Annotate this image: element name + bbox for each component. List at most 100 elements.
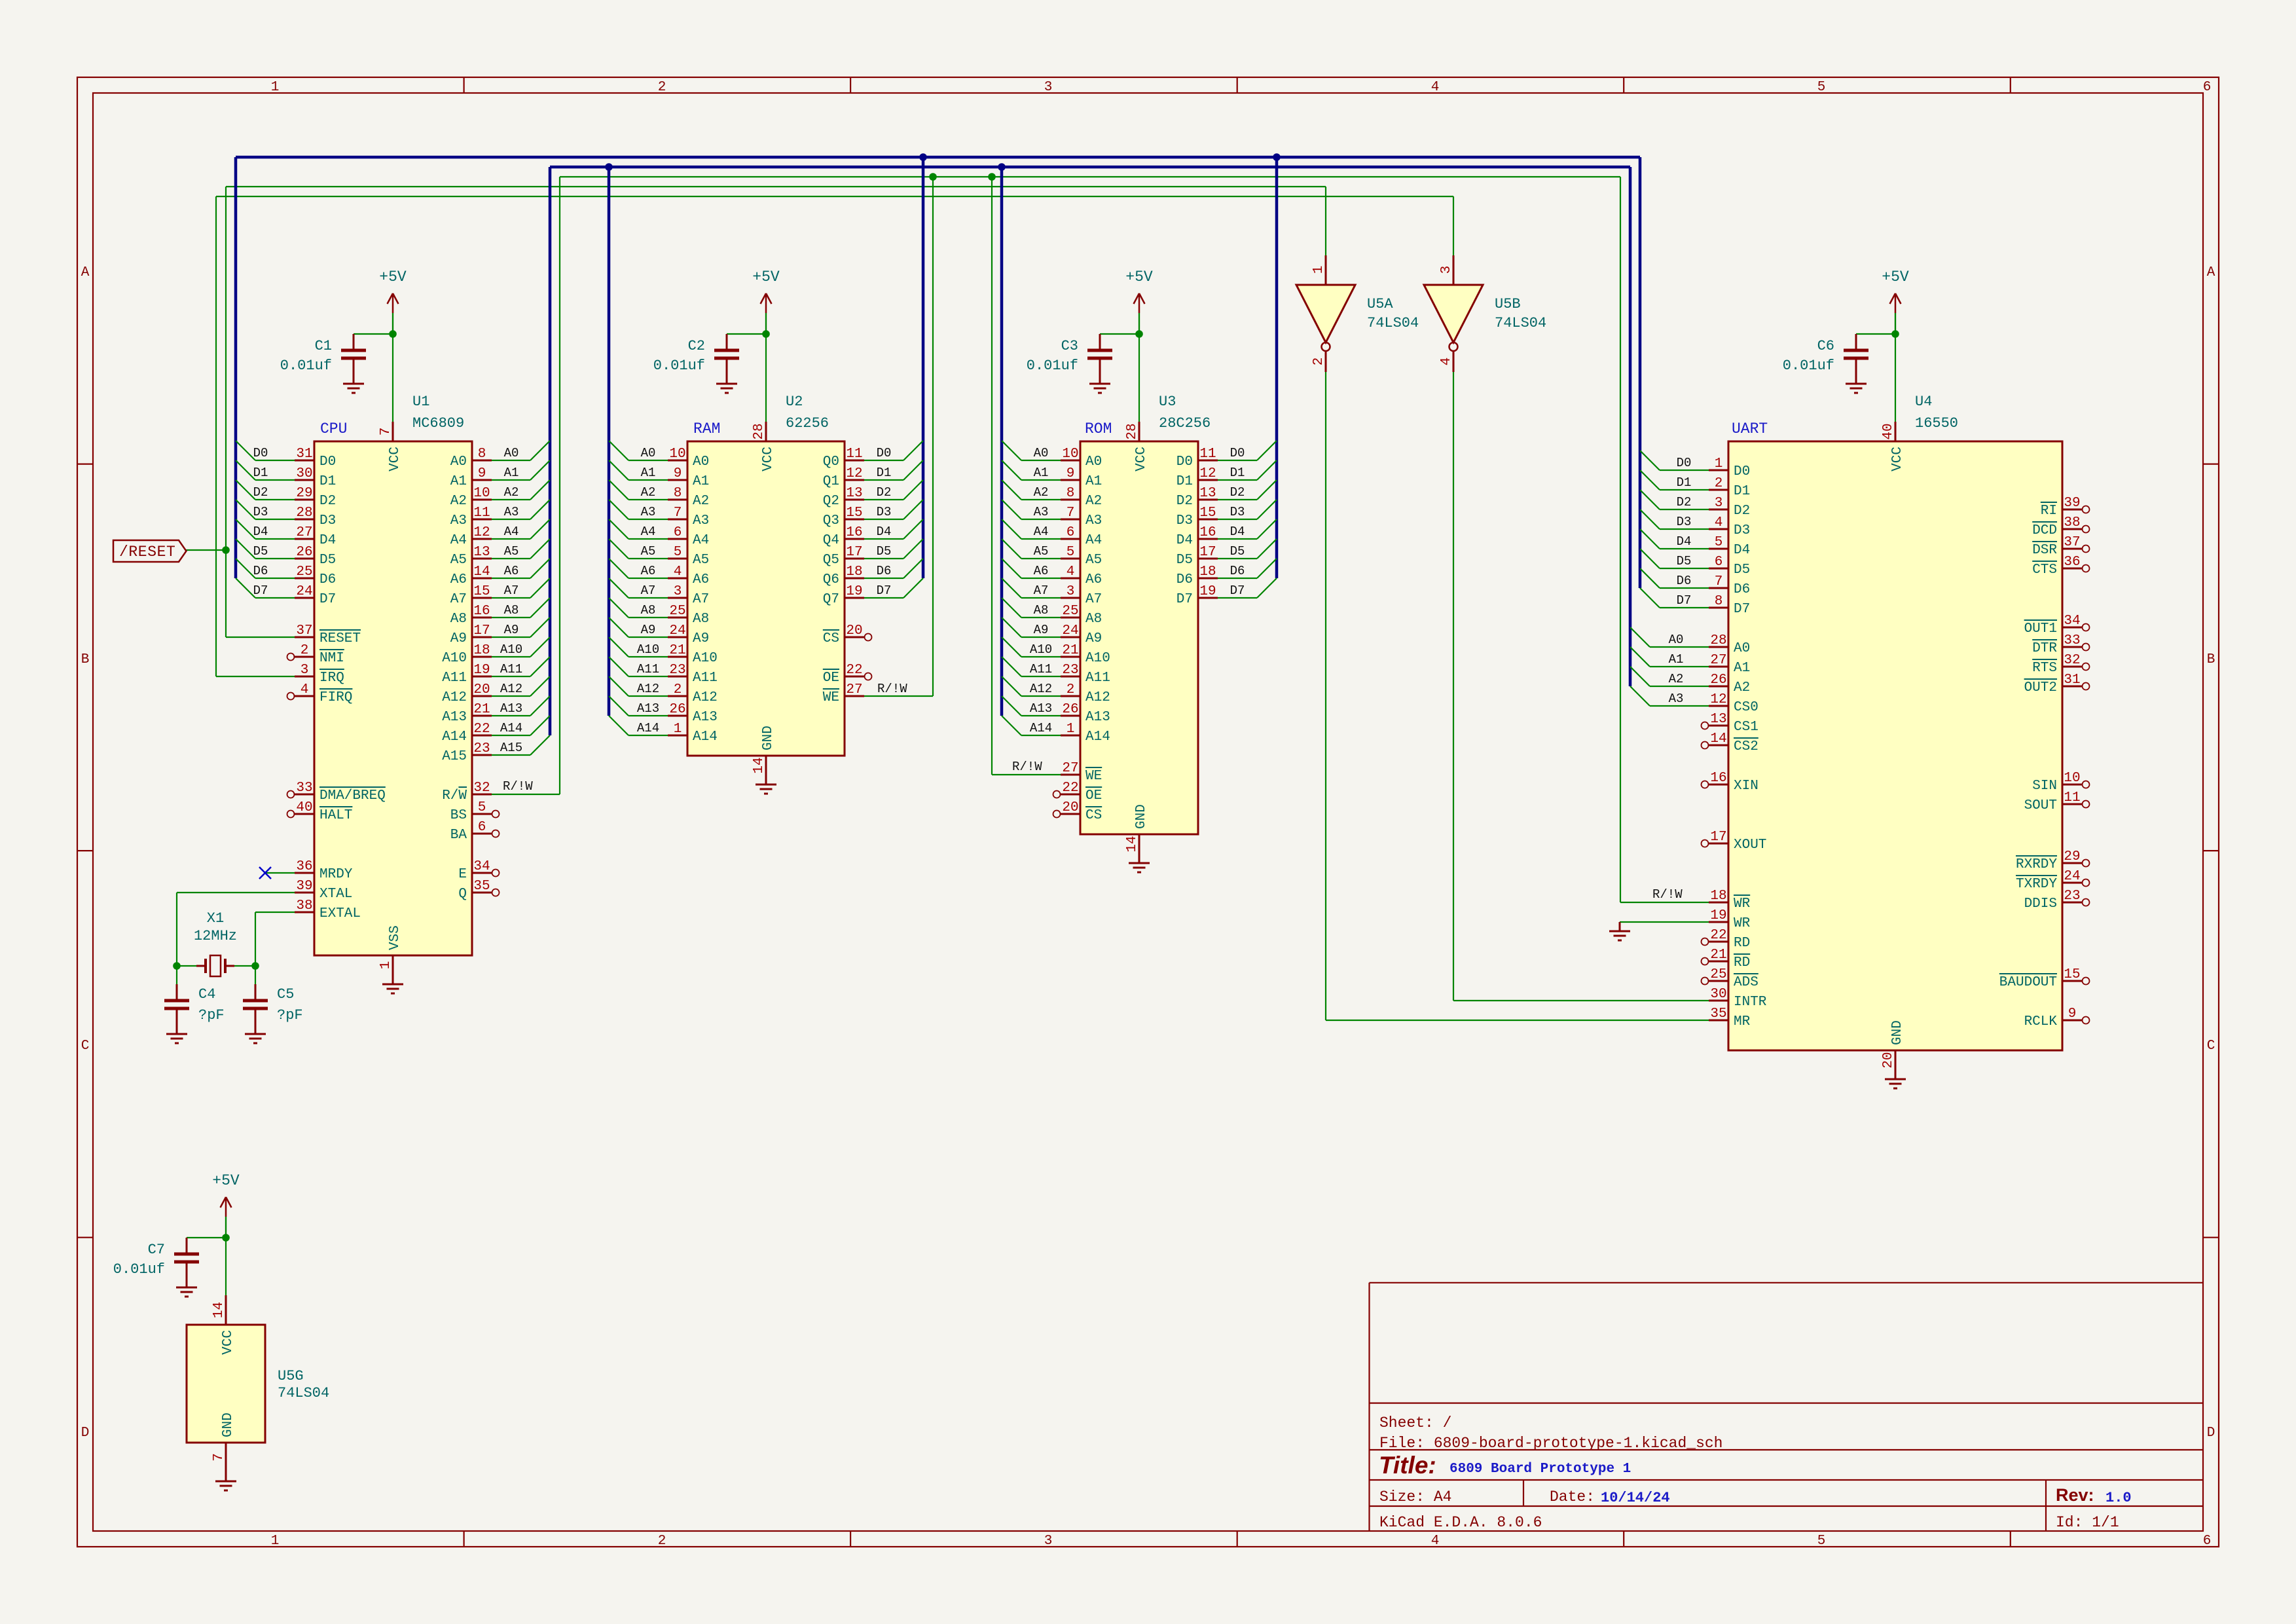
svg-text:21: 21 xyxy=(1710,948,1726,963)
svg-text:16: 16 xyxy=(846,525,862,540)
svg-text:D2: D2 xyxy=(1176,494,1193,509)
svg-text:A: A xyxy=(81,265,90,280)
svg-text:12: 12 xyxy=(1710,692,1726,707)
svg-text:A7: A7 xyxy=(450,592,467,607)
svg-text:A1: A1 xyxy=(1669,652,1684,667)
svg-text:17: 17 xyxy=(473,623,490,638)
svg-text:2: 2 xyxy=(1311,358,1326,366)
svg-text:Q0: Q0 xyxy=(823,454,839,470)
svg-text:7: 7 xyxy=(211,1453,227,1462)
svg-text:14: 14 xyxy=(211,1302,227,1318)
svg-text:62256: 62256 xyxy=(786,415,829,432)
svg-text:D0: D0 xyxy=(319,454,336,470)
svg-text:D6: D6 xyxy=(319,572,336,587)
svg-text:17: 17 xyxy=(1710,830,1726,845)
svg-text:5: 5 xyxy=(1066,545,1075,560)
svg-text:12MHz: 12MHz xyxy=(194,928,237,944)
svg-text:File: 6809-board-prototype-1.k: File: 6809-board-prototype-1.kicad_sch xyxy=(1379,1435,1723,1452)
svg-text:A1: A1 xyxy=(450,474,467,489)
svg-text:21: 21 xyxy=(669,643,685,658)
svg-text:D2: D2 xyxy=(319,494,336,509)
svg-text:XOUT: XOUT xyxy=(1734,838,1766,853)
svg-text:CS0: CS0 xyxy=(1734,700,1758,715)
svg-text:11: 11 xyxy=(1199,447,1216,462)
svg-text:A4: A4 xyxy=(693,533,709,548)
svg-text:Q1: Q1 xyxy=(823,474,839,489)
svg-text:A6: A6 xyxy=(504,564,519,578)
svg-text:D5: D5 xyxy=(253,544,268,559)
svg-text:A12: A12 xyxy=(500,682,522,696)
svg-text:D7: D7 xyxy=(1230,583,1245,598)
svg-text:U2: U2 xyxy=(786,394,803,410)
svg-text:10/14/24: 10/14/24 xyxy=(1601,1490,1670,1506)
svg-text:32: 32 xyxy=(473,781,490,796)
svg-text:XIN: XIN xyxy=(1734,779,1758,794)
svg-text:A9: A9 xyxy=(1085,631,1102,646)
svg-text:3: 3 xyxy=(1044,1534,1053,1549)
svg-text:VCC: VCC xyxy=(761,447,776,471)
svg-text:A7: A7 xyxy=(1085,592,1102,607)
svg-text:D4: D4 xyxy=(1176,533,1193,548)
svg-text:19: 19 xyxy=(473,663,490,678)
svg-text:D0: D0 xyxy=(1677,456,1692,470)
svg-text:A0: A0 xyxy=(450,454,467,470)
svg-text:D1: D1 xyxy=(1176,474,1193,489)
svg-text:D2: D2 xyxy=(1677,495,1692,509)
svg-text:A11: A11 xyxy=(442,671,467,686)
svg-text:FIRQ: FIRQ xyxy=(319,690,352,705)
svg-text:7: 7 xyxy=(1066,506,1075,521)
svg-text:22: 22 xyxy=(1710,928,1726,943)
svg-text:A3: A3 xyxy=(1034,505,1049,519)
svg-text:11: 11 xyxy=(473,506,490,521)
svg-text:15: 15 xyxy=(2064,967,2080,982)
svg-text:3: 3 xyxy=(1439,266,1454,274)
svg-text:U5G: U5G xyxy=(278,1368,304,1384)
svg-text:D4: D4 xyxy=(1677,534,1692,549)
svg-text:11: 11 xyxy=(846,447,862,462)
svg-text:A6: A6 xyxy=(1085,572,1102,587)
svg-text:MR: MR xyxy=(1734,1014,1751,1029)
svg-text:A13: A13 xyxy=(1030,701,1052,716)
svg-text:A8: A8 xyxy=(693,612,709,627)
svg-text:74LS04: 74LS04 xyxy=(278,1385,329,1401)
svg-text:D4: D4 xyxy=(319,533,336,548)
svg-text:A0: A0 xyxy=(1669,633,1684,647)
svg-text:1.0: 1.0 xyxy=(2105,1490,2132,1506)
svg-text:3: 3 xyxy=(301,663,309,678)
svg-text:A13: A13 xyxy=(442,710,467,725)
svg-text:WE: WE xyxy=(1085,769,1102,784)
svg-text:A13: A13 xyxy=(500,701,522,716)
svg-text:A4: A4 xyxy=(1085,533,1102,548)
svg-text:4: 4 xyxy=(1715,515,1723,530)
svg-text:A1: A1 xyxy=(693,474,709,489)
svg-text:+5V: +5V xyxy=(1882,268,1909,286)
svg-text:D4: D4 xyxy=(253,525,268,539)
svg-text:2: 2 xyxy=(658,1534,666,1549)
svg-text:18: 18 xyxy=(1710,889,1726,904)
svg-text:36: 36 xyxy=(2064,555,2080,570)
svg-text:D7: D7 xyxy=(253,583,268,598)
svg-text:U4: U4 xyxy=(1915,394,1932,410)
svg-text:40: 40 xyxy=(1881,423,1896,439)
svg-text:D3: D3 xyxy=(1734,523,1750,538)
svg-text:B: B xyxy=(2207,652,2215,667)
svg-text:Size: A4: Size: A4 xyxy=(1379,1488,1451,1505)
svg-text:A12: A12 xyxy=(1085,690,1110,705)
svg-text:1: 1 xyxy=(378,961,393,970)
svg-text:38: 38 xyxy=(296,898,312,913)
svg-text:A7: A7 xyxy=(641,583,656,598)
svg-text:28C256: 28C256 xyxy=(1159,415,1211,432)
svg-text:A14: A14 xyxy=(1030,721,1052,735)
svg-text:D0: D0 xyxy=(253,446,268,460)
svg-text:A5: A5 xyxy=(693,553,709,568)
svg-text:A5: A5 xyxy=(1034,544,1049,559)
svg-text:15: 15 xyxy=(1199,506,1216,521)
svg-text:A14: A14 xyxy=(500,721,522,735)
svg-text:XTAL: XTAL xyxy=(319,887,352,902)
svg-text:A3: A3 xyxy=(450,513,467,528)
svg-text:A5: A5 xyxy=(504,544,519,559)
svg-text:A4: A4 xyxy=(504,525,519,539)
svg-text:26: 26 xyxy=(669,702,685,717)
svg-text:28: 28 xyxy=(752,423,767,439)
svg-text:R/!W: R/!W xyxy=(877,682,907,696)
